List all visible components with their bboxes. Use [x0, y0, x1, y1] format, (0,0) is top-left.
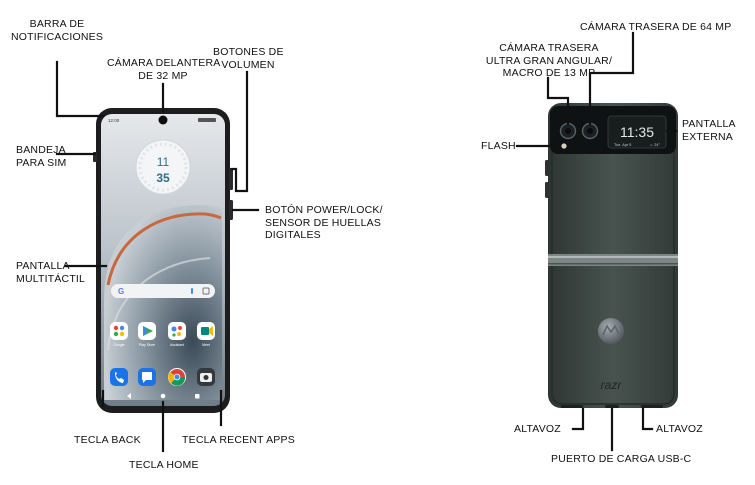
- usb-c-port: [605, 405, 619, 408]
- clock-widget: [135, 139, 191, 195]
- wallpaper-swirl: [104, 205, 222, 400]
- google-g-icon: G: [118, 287, 124, 296]
- external-temp: ☼ 24°: [650, 143, 661, 147]
- app-label-1: Google: [113, 343, 124, 347]
- assistant-icon: [168, 322, 186, 340]
- front-leaders: [55, 60, 260, 453]
- google-folder-icon: [110, 322, 128, 340]
- external-time: 11:35: [620, 124, 654, 140]
- speaker-left-grille: [561, 405, 583, 408]
- app-label-4: Meet: [202, 343, 210, 347]
- app-row-1: Google Play Store Assistant Meet: [110, 322, 215, 347]
- mic-icon: [191, 288, 193, 294]
- wallpaper-ring: [106, 212, 222, 286]
- status-icons: [198, 118, 216, 122]
- label-tecla-recent: TECLA RECENT APPS: [182, 434, 295, 446]
- status-time: 12:00: [108, 118, 120, 123]
- search-bar: [111, 284, 215, 298]
- external-date: Tue, Apr 5: [614, 143, 631, 147]
- label-altavoz-izq: ALTAVOZ: [514, 423, 561, 435]
- back-key-icon: [127, 393, 131, 399]
- razr-brand-text: razr: [601, 378, 623, 392]
- clock-minute: 35: [156, 171, 170, 185]
- label-puerto-usb: PUERTO DE CARGA USB-C: [551, 453, 692, 465]
- home-key-icon: [160, 393, 166, 399]
- front-camera-dot: [158, 115, 168, 125]
- back-leaders: [515, 31, 678, 452]
- power-button: [229, 200, 233, 220]
- speaker-right-grille: [641, 405, 663, 408]
- phone-app-icon: [110, 368, 128, 386]
- dock: [110, 368, 215, 386]
- label-flash: FLASH: [481, 140, 516, 152]
- back-phone: 11:35 Tue, Apr 5 ☼ 24° razr: [545, 103, 678, 408]
- label-camara-64mp: CÁMARA TRASERA DE 64 MP: [580, 21, 732, 33]
- app-label-3: Assistant: [170, 343, 184, 347]
- recent-apps-key-icon: [195, 394, 200, 399]
- lens-icon: [202, 287, 210, 295]
- label-tecla-home: TECLA HOME: [129, 459, 199, 471]
- app-label-2: Play Store: [139, 343, 155, 347]
- back-power: [545, 182, 549, 198]
- clock-hour: 11: [157, 155, 170, 169]
- volume-buttons: [229, 168, 233, 190]
- front-phone: 12:00 11 35 G Google Play Store: [93, 108, 233, 413]
- flash-led: [561, 143, 567, 149]
- back-volume: [545, 160, 549, 176]
- label-tecla-back: TECLA BACK: [74, 434, 141, 446]
- label-altavoz-der: ALTAVOZ: [656, 423, 703, 435]
